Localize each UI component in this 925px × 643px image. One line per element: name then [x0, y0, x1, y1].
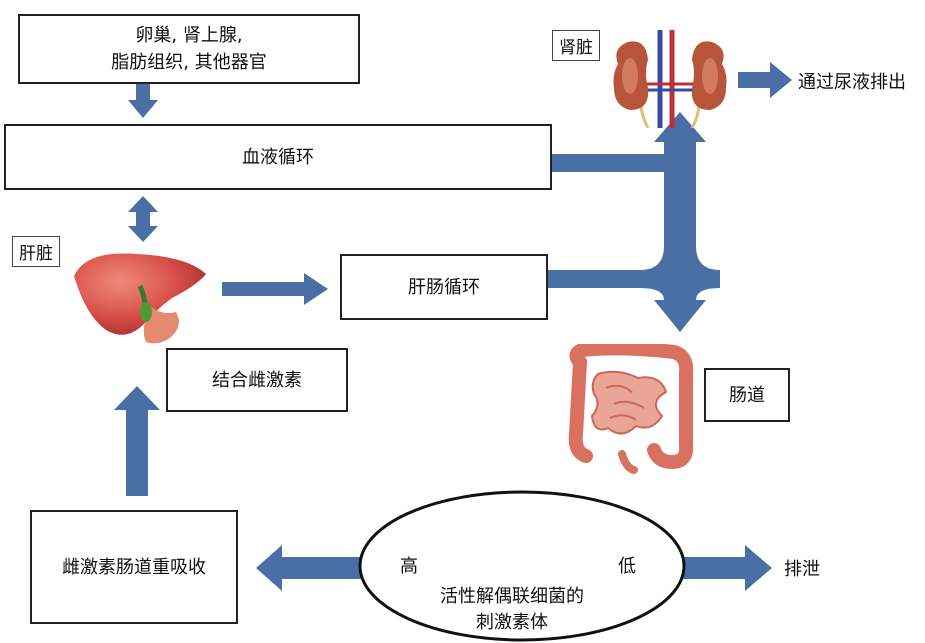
- conjugated-estrogen-box: 结合雌激素: [166, 348, 348, 412]
- arrow-blood-liver: [128, 196, 158, 242]
- sources-line-2: 脂肪组织, 其他器官: [111, 49, 266, 76]
- arrow-reabsorption-to-liver: [114, 386, 160, 496]
- arrow-sources-to-blood: [128, 84, 158, 118]
- arrow-to-reabsorption: [256, 545, 365, 591]
- arrow-enterohepatic-to-intestine: [548, 246, 720, 332]
- sources-line-1: 卵巢, 肾上腺,: [135, 22, 242, 49]
- reabsorption-box: 雌激素肠道重吸收: [30, 510, 238, 624]
- blood-circulation-label: 血液循环: [242, 144, 314, 171]
- blood-circulation-box: 血液循环: [4, 124, 552, 190]
- estrobolome-high: 高: [400, 552, 418, 578]
- reabsorption-label: 雌激素肠道重吸收: [62, 554, 206, 581]
- intestine-box: 肠道: [704, 368, 790, 422]
- sources-box: 卵巢, 肾上腺, 脂肪组织, 其他器官: [18, 14, 360, 84]
- urine-excretion-label: 通过尿液排出: [798, 68, 906, 94]
- conjugated-estrogen-label: 结合雌激素: [212, 367, 302, 394]
- estrobolome-line-2: 刺激素体: [476, 608, 548, 634]
- intestine-illustration: [562, 344, 694, 474]
- estrobolome-line-1: 活性解偶联细菌的: [440, 582, 584, 608]
- kidney-illustration: [608, 30, 732, 128]
- estrobolome-low: 低: [618, 552, 636, 578]
- intestine-label: 肠道: [729, 382, 765, 409]
- enterohepatic-label: 肝肠循环: [408, 274, 480, 301]
- arrow-kidney-to-urine: [738, 62, 792, 98]
- kidney-label: 肾脏: [552, 30, 600, 61]
- liver-label: 肝脏: [12, 236, 60, 267]
- liver-illustration: [66, 246, 216, 356]
- excretion-label: 排泄: [784, 555, 820, 581]
- enterohepatic-box: 肝肠循环: [340, 254, 548, 320]
- arrow-liver-to-enterohepatic: [222, 273, 328, 305]
